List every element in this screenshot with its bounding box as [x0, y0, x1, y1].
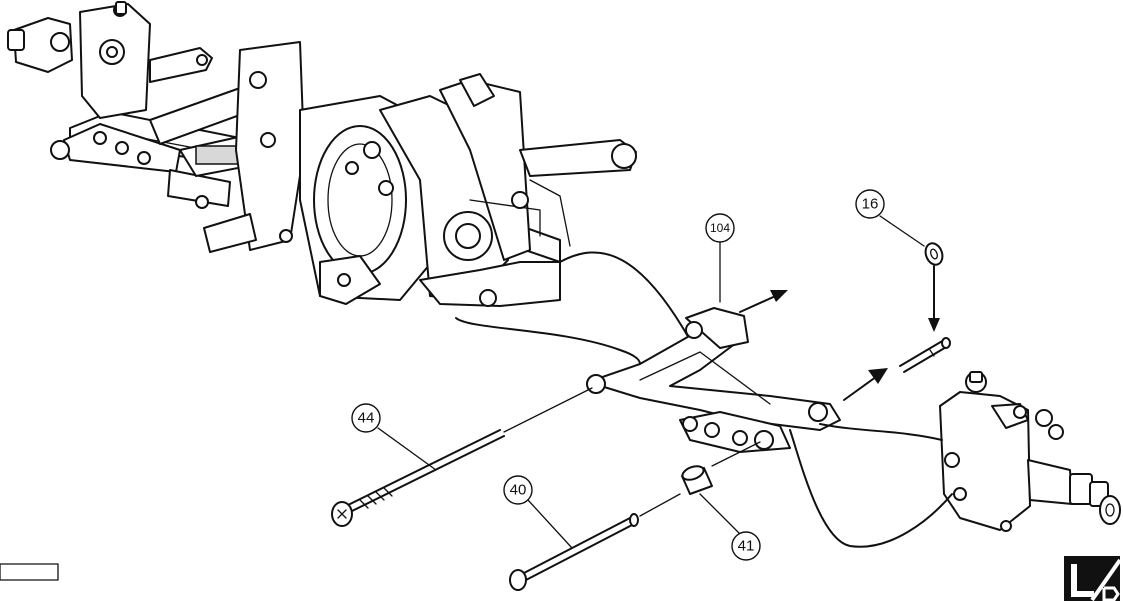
callout-41-label: 41	[738, 538, 755, 555]
insert-direction-arrows	[739, 290, 888, 401]
callout-104: 104	[705, 213, 735, 303]
hinge-pin	[899, 337, 951, 373]
suspension-arm-104	[586, 307, 841, 453]
screw-44	[331, 429, 505, 527]
bushing-41	[681, 465, 713, 495]
bushing-41-guide	[711, 441, 761, 467]
callout-44-label: 44	[358, 410, 375, 427]
pin-40-guide	[639, 493, 681, 517]
leader-line-lower-mount	[455, 317, 641, 373]
screw-44-guide	[503, 387, 593, 433]
right-hub-carrier	[939, 371, 1121, 532]
pin-40	[509, 513, 639, 591]
side-badge-icon	[1064, 556, 1122, 601]
leader-line-hub-upper	[819, 423, 943, 441]
callout-44: 44	[351, 403, 437, 471]
callout-16: 16	[855, 189, 925, 247]
e-ring-arrow	[928, 265, 940, 332]
callout-41: 41	[699, 493, 761, 561]
leader-line-upper-mount	[559, 251, 691, 341]
callout-16-label: 16	[862, 196, 879, 213]
leader-line-hub-lower	[789, 429, 953, 548]
e-ring-16	[924, 242, 944, 266]
empty-label-frame	[0, 563, 59, 581]
gearbox-chassis-assembly	[7, 1, 637, 307]
callout-40: 40	[503, 475, 573, 549]
callout-104-label: 104	[710, 221, 730, 235]
callout-40-label: 40	[510, 482, 527, 499]
